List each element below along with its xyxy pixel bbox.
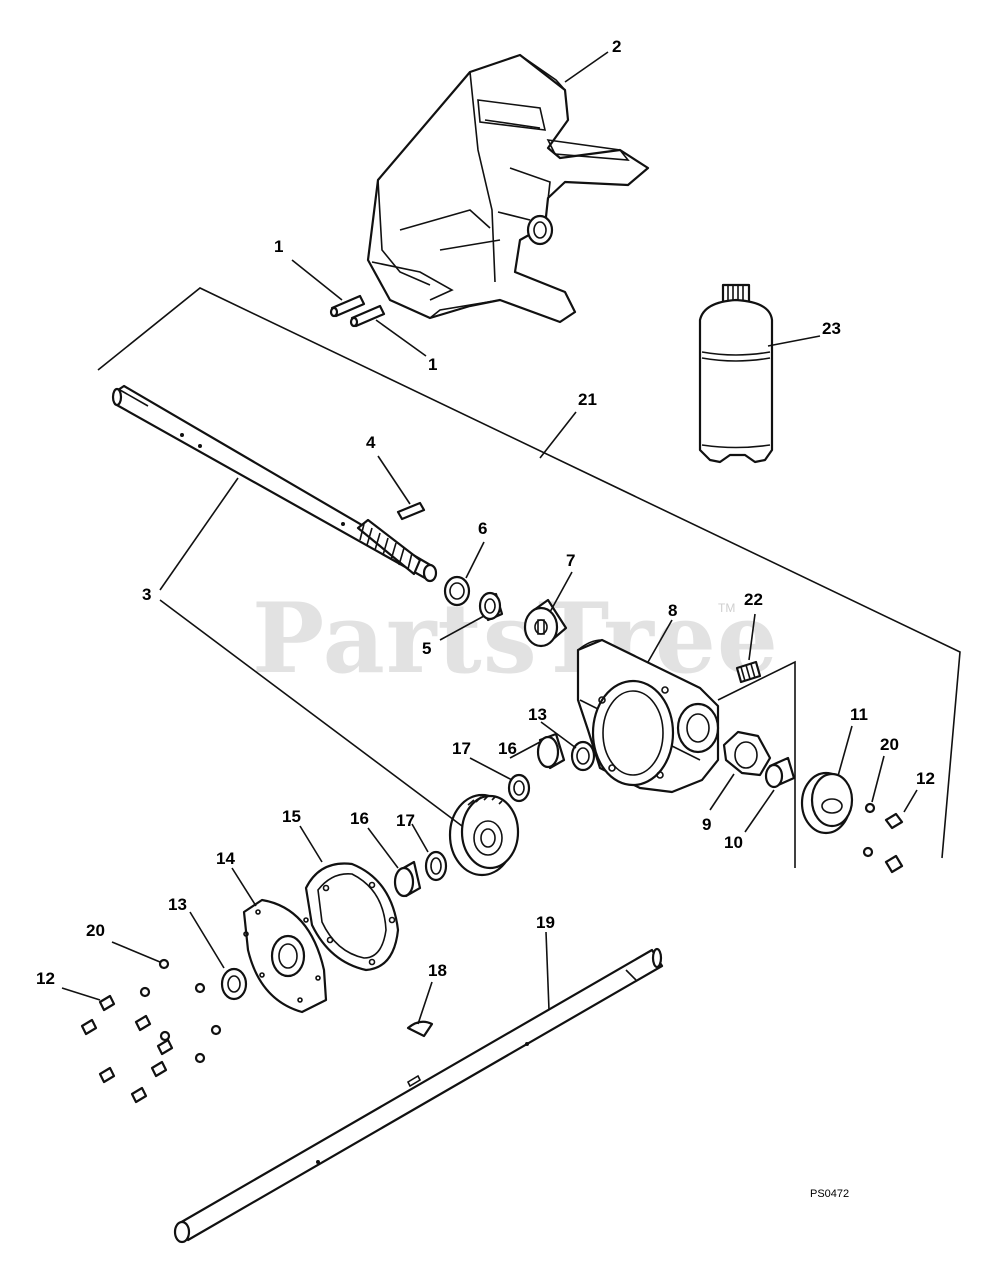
callout-4: 4 bbox=[366, 433, 376, 452]
callout-20a: 20 bbox=[86, 921, 105, 940]
callout-18: 18 bbox=[428, 961, 447, 980]
roll-pin-part-1b[interactable] bbox=[349, 304, 386, 328]
callout-13b: 13 bbox=[528, 705, 547, 724]
lock-washer-part-20-left[interactable] bbox=[139, 958, 222, 1064]
callout-22: 22 bbox=[744, 590, 763, 609]
bushing-part-5[interactable] bbox=[478, 591, 504, 622]
callout-12b: 12 bbox=[916, 769, 935, 788]
callout-1a: 1 bbox=[274, 237, 283, 256]
callout-1b: 1 bbox=[428, 355, 437, 374]
callout-7: 7 bbox=[566, 551, 575, 570]
woodruff-key-part-18[interactable] bbox=[406, 1020, 434, 1038]
callout-2: 2 bbox=[612, 37, 621, 56]
bearing-part-16-left[interactable] bbox=[393, 860, 422, 898]
washer-part-17-right[interactable] bbox=[507, 773, 531, 803]
watermark: PartsTree bbox=[252, 582, 779, 695]
leader-lines bbox=[61, 51, 918, 1025]
vent-plug-part-22[interactable] bbox=[735, 660, 762, 684]
callout-16a: 16 bbox=[498, 739, 517, 758]
washer-part-17-left[interactable] bbox=[424, 850, 448, 882]
end-plate-part-14[interactable] bbox=[242, 898, 328, 1014]
bearing-part-16-right[interactable] bbox=[536, 732, 566, 770]
callout-11: 11 bbox=[850, 705, 868, 724]
callout-17a: 17 bbox=[452, 739, 471, 758]
worm-gear-assembly[interactable] bbox=[448, 793, 520, 877]
coupling-part-7[interactable] bbox=[523, 598, 568, 648]
callout-15: 15 bbox=[282, 807, 301, 826]
callout-8: 8 bbox=[668, 601, 677, 620]
watermark-trademark: TM bbox=[718, 601, 735, 615]
callout-6: 6 bbox=[478, 519, 487, 538]
bushing-part-10[interactable] bbox=[764, 756, 796, 789]
callout-21: 21 bbox=[578, 390, 597, 409]
worm-gear-thread bbox=[356, 518, 422, 576]
callout-9: 9 bbox=[702, 815, 711, 834]
kit-bracket-part-21 bbox=[97, 287, 961, 859]
callout-19: 19 bbox=[536, 913, 555, 932]
callout-5: 5 bbox=[422, 639, 431, 658]
thrust-washer-part-6[interactable] bbox=[443, 575, 471, 607]
callout-20b: 20 bbox=[880, 735, 899, 754]
auger-housing-part-2[interactable] bbox=[366, 53, 650, 324]
thrust-washer-part-13-right[interactable] bbox=[570, 740, 596, 772]
callout-10: 10 bbox=[724, 833, 743, 852]
callout-12a: 12 bbox=[36, 969, 55, 988]
callout-3: 3 bbox=[142, 585, 151, 604]
gear-case-part-8[interactable] bbox=[576, 638, 720, 794]
callout-17b: 17 bbox=[396, 811, 415, 830]
callout-13a: 13 bbox=[168, 895, 187, 914]
auger-shaft-part-19[interactable] bbox=[173, 947, 664, 1244]
callout-14: 14 bbox=[216, 849, 235, 868]
cap-screw-part-12-right[interactable] bbox=[884, 812, 904, 874]
worm-shaft-part-3[interactable] bbox=[111, 384, 438, 583]
callout-numbers: 2 1 1 23 21 4 6 7 3 5 8 22 13 11 20 17 1… bbox=[36, 37, 935, 988]
gasket-part-9[interactable] bbox=[722, 730, 772, 777]
callout-16b: 16 bbox=[350, 809, 369, 828]
roll-pin-part-1a[interactable] bbox=[329, 294, 366, 318]
gasket-part-15[interactable] bbox=[304, 862, 400, 972]
key-part-4[interactable] bbox=[396, 501, 426, 521]
lock-washer-part-20-right[interactable] bbox=[862, 802, 876, 858]
gear-case-bracket bbox=[717, 660, 796, 868]
lubricant-bottle-part-23[interactable] bbox=[698, 283, 774, 464]
thrust-washer-part-13-left[interactable] bbox=[220, 967, 248, 1001]
cap-screw-part-12-left[interactable] bbox=[80, 994, 174, 1104]
end-cover-part-11[interactable] bbox=[800, 771, 854, 835]
callout-23: 23 bbox=[822, 319, 841, 338]
drawing-code: PS0472 bbox=[810, 1188, 849, 1200]
